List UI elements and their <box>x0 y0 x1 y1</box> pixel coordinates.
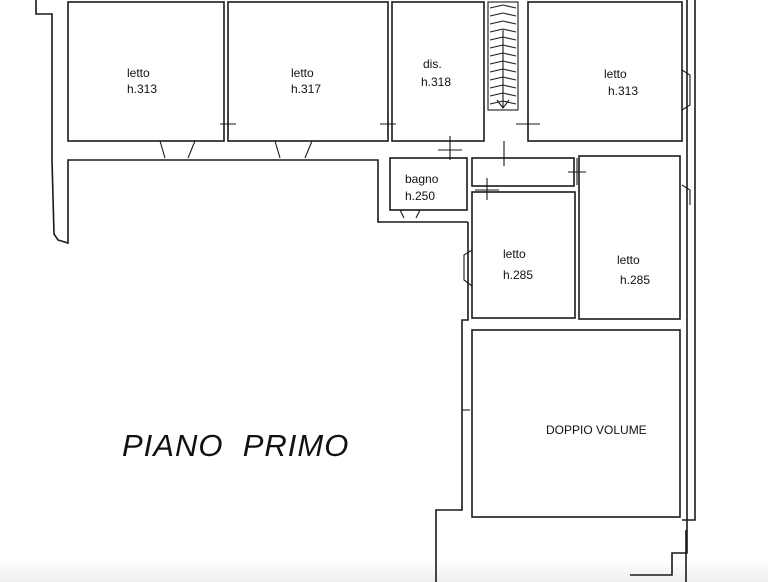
stair-tread <box>502 68 517 73</box>
room-name-dis: dis. <box>423 57 442 71</box>
stair-tread <box>502 76 517 81</box>
room-name-letto-3: letto <box>604 67 627 81</box>
stair-tread <box>502 52 517 57</box>
room-name-letto-1: letto <box>127 66 150 80</box>
stair-tread <box>502 100 517 105</box>
stair-tread <box>502 44 517 49</box>
door-mark <box>568 158 586 185</box>
stair-tread <box>489 12 504 17</box>
stair-tread <box>489 76 504 81</box>
room-box-letto-4 <box>471 191 576 319</box>
stair-tread <box>502 84 517 89</box>
door-mark <box>438 136 462 160</box>
outer-walls <box>35 0 696 582</box>
stair-tread <box>489 4 504 9</box>
door-mark <box>274 140 313 159</box>
stair-tread <box>502 60 517 65</box>
stair-arrow-icon <box>496 30 510 109</box>
staircase <box>487 1 519 111</box>
stair-tread <box>502 28 517 33</box>
door-mark <box>463 249 473 287</box>
stair-tread <box>502 36 517 41</box>
door-mark <box>159 140 196 159</box>
room-height-letto-3: h.313 <box>608 84 638 98</box>
stair-tread <box>489 28 504 33</box>
room-box-dis <box>391 1 485 142</box>
room-name-doppio-volume: DOPPIO VOLUME <box>546 423 647 437</box>
floor-title: PIANO PRIMO <box>122 428 349 463</box>
door-mark <box>681 184 691 205</box>
room-name-bagno: bagno <box>405 172 439 186</box>
door-mark <box>681 69 691 111</box>
door-marks <box>159 69 691 411</box>
room-box-bagno <box>389 157 468 211</box>
right-wall <box>630 0 688 576</box>
stair-tread <box>489 60 504 65</box>
stair-outline <box>487 1 519 111</box>
stair-tread <box>489 44 504 49</box>
door-mark <box>220 112 236 136</box>
room-height-letto-4: h.285 <box>503 268 533 282</box>
bottom-shadow <box>0 560 768 582</box>
door-mark <box>380 112 396 136</box>
room-height-dis: h.318 <box>421 75 451 89</box>
room-box-letto-5 <box>578 155 681 320</box>
stair-treads <box>489 4 517 105</box>
room-name-letto-2: letto <box>291 66 314 80</box>
room-box-letto-1 <box>67 1 225 142</box>
room-height-letto-1: h.313 <box>127 82 157 96</box>
room-name-letto-5: letto <box>617 253 640 267</box>
door-mark <box>399 209 421 219</box>
stair-tread <box>489 20 504 25</box>
stair-tread <box>489 52 504 57</box>
room-box-letto-2 <box>227 1 389 142</box>
stair-tread <box>489 68 504 73</box>
stair-tread <box>502 92 517 97</box>
stair-tread <box>489 100 504 105</box>
inner-right-wall <box>682 0 696 521</box>
stair-tread <box>502 12 517 17</box>
room-box-letto-3 <box>527 1 683 142</box>
room-height-bagno: h.250 <box>405 189 435 203</box>
left-wall <box>35 0 468 245</box>
room-height-letto-5: h.285 <box>620 273 650 287</box>
door-mark <box>475 178 499 200</box>
door-mark <box>516 112 540 136</box>
room-labels: letto h.313 letto h.317 dis. h.318 letto… <box>127 57 650 437</box>
stair-tread <box>502 4 517 9</box>
room-box-doppio-volume <box>471 329 681 518</box>
stair-tread <box>502 20 517 25</box>
room-height-letto-2: h.317 <box>291 82 321 96</box>
stair-tread <box>489 36 504 41</box>
stair-tread <box>489 84 504 89</box>
stair-tread <box>489 92 504 97</box>
room-name-letto-4: letto <box>503 247 526 261</box>
corridor-lower-wall <box>435 222 469 582</box>
